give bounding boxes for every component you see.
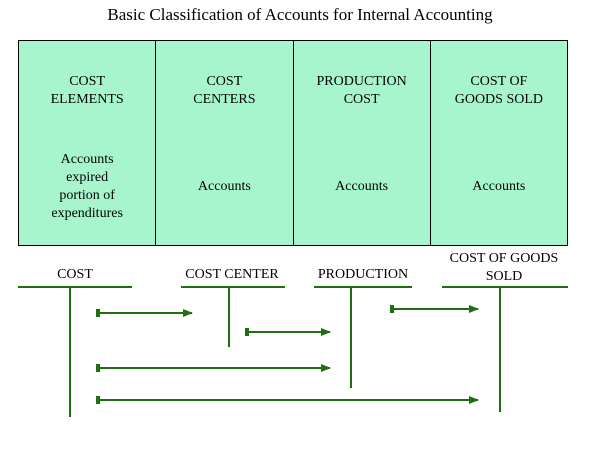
column-production-cost: PRODUCTION COST Accounts (293, 41, 431, 245)
column-body-cost-of-goods-sold: Accounts (472, 179, 526, 194)
arrow-tail-2 (245, 328, 249, 336)
column-cost-of-goods-sold: COST OF GOODS SOLD Accounts (430, 41, 567, 245)
arrow-tail-4 (96, 364, 100, 372)
arrow-tail-5 (96, 396, 100, 404)
column-body-cost-centers: Accounts (197, 179, 251, 194)
column-cost-centers: COST CENTERS Accounts (156, 41, 294, 245)
ledger-label-cost-of-goods-sold: COST OF GOODS SOLD (449, 251, 559, 284)
diagram-title: Basic Classification of Accounts for Int… (107, 5, 493, 24)
column-body-production-cost: Accounts (335, 179, 389, 194)
column-header-cost-centers: COST CENTERS (193, 74, 256, 107)
column-header-cost-elements: COST ELEMENTS (50, 74, 124, 107)
classification-table: COST ELEMENTS Accounts expired portion o… (18, 40, 568, 246)
column-body-cost-elements: Accounts expired portion of expenditures (51, 152, 123, 221)
column-cost-elements: COST ELEMENTS Accounts expired portion o… (19, 41, 157, 245)
column-header-production-cost: PRODUCTION COST (316, 74, 407, 107)
ledger-label-cost-center: COST CENTER (185, 267, 279, 282)
ledger-label-production: PRODUCTION (317, 267, 409, 282)
arrow-tail-3 (390, 305, 394, 313)
column-header-cost-of-goods-sold: COST OF GOODS SOLD (454, 74, 544, 107)
ledger-label-cost: COST (57, 267, 93, 282)
arrow-tail-1 (96, 309, 100, 317)
